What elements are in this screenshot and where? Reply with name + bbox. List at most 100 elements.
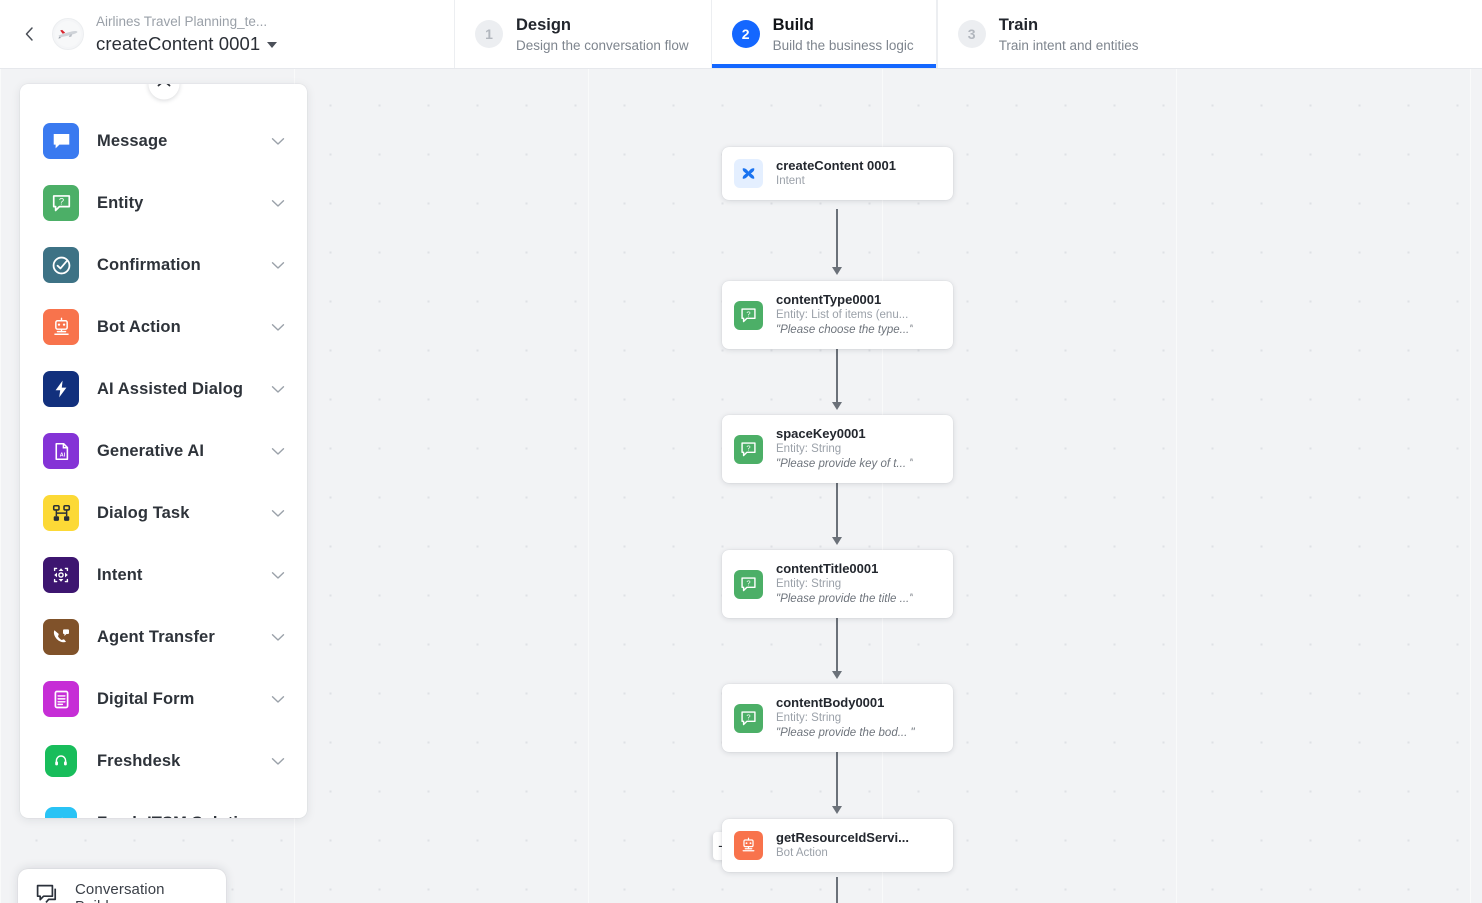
entity-question-icon: ? [734, 703, 763, 733]
components-palette: Message ? Entity [20, 84, 307, 818]
palette-item-label: Confirmation [97, 255, 201, 274]
flow-connector [836, 747, 838, 810]
palette-item-entity[interactable]: ? Entity [20, 172, 307, 234]
palette-item-dialog-task[interactable]: Dialog Task [20, 482, 307, 544]
palette-item-label: Freshdesk [97, 751, 181, 770]
node-title: createContent 0001 [776, 158, 896, 173]
node-title: contentBody0001 [776, 695, 885, 710]
palette-item-digital-form[interactable]: Digital Form [20, 668, 307, 730]
flow-arrow-icon [832, 671, 842, 679]
message-bubble-icon [43, 123, 79, 159]
flow-node-botaction-getresourceid[interactable]: getResourceIdServi... Bot Action [722, 819, 953, 872]
bot-name: Airlines Travel Planning_te... [96, 13, 268, 29]
back-button[interactable] [14, 19, 44, 49]
palette-scroll-area[interactable]: Message ? Entity [20, 84, 307, 818]
svg-text:?: ? [746, 578, 750, 587]
step-number: 2 [731, 20, 760, 48]
node-prompt: "Please provide the bod... " [776, 727, 915, 739]
node-title: contentType0001 [776, 292, 882, 307]
phone-chat-icon [43, 619, 79, 655]
node-prompt: "Please provide key of t... " [776, 458, 914, 470]
target-crosshair-icon [43, 557, 79, 593]
node-title: contentTitle0001 [776, 561, 879, 576]
step-title: Design [516, 15, 572, 34]
chevron-down-icon[interactable] [271, 385, 285, 394]
step-number: 1 [475, 20, 503, 48]
node-subtitle: Intent [776, 175, 805, 187]
form-document-icon [43, 681, 79, 717]
palette-item-intent[interactable]: Intent [20, 544, 307, 606]
lightning-bolt-icon [43, 371, 79, 407]
step-design[interactable]: 1 Design Design the conversation flow [455, 0, 711, 68]
flow-connector [836, 877, 838, 903]
node-prompt: "Please choose the type..." [776, 324, 914, 336]
palette-item-label: Dialog Task [97, 503, 190, 522]
page-title: createContent 0001 [96, 32, 261, 54]
flow-connector [836, 613, 838, 675]
chevron-down-icon[interactable] [271, 447, 285, 456]
palette-item-message[interactable]: Message [20, 110, 307, 172]
flow-connector [836, 344, 838, 406]
node-subtitle: Entity: String [776, 578, 842, 590]
palette-item-label: Agent Transfer [97, 627, 215, 646]
step-build[interactable]: 2 Build Build the business logic [710, 0, 937, 68]
task-name-row[interactable]: createContent 0001 [96, 32, 278, 56]
chevron-down-icon[interactable] [271, 261, 285, 270]
step-subtitle: Build the business logic [772, 37, 914, 53]
conversation-builder-button[interactable]: Conversation Builder [18, 869, 226, 903]
airplane-logo [52, 18, 84, 50]
palette-item-generative-ai[interactable]: AI Generative AI [20, 420, 307, 482]
header-title-block: Airlines Travel Planning_te... createCon… [96, 13, 278, 56]
node-subtitle: Bot Action [776, 847, 828, 859]
svg-text:?: ? [746, 712, 750, 721]
flow-canvas[interactable]: createContent 0001 Intent ? contentType0… [0, 69, 1482, 903]
flow-node-entity-spacekey[interactable]: ? spaceKey0001 Entity: String "Please pr… [722, 415, 953, 483]
palette-item-bot-action[interactable]: Bot Action [20, 296, 307, 358]
palette-item-label: Fresh ITSM Solution [97, 814, 271, 819]
conversation-builder-label: Conversation Builder [75, 881, 165, 903]
chevron-down-icon[interactable] [271, 633, 285, 642]
palette-item-fresh-itsm-solution[interactable]: Fresh ITSM Solution [20, 792, 307, 818]
chevron-down-icon[interactable] [271, 571, 285, 580]
palette-item-confirmation[interactable]: Confirmation [20, 234, 307, 296]
palette-item-agent-transfer[interactable]: Agent Transfer [20, 606, 307, 668]
flow-connector [836, 478, 838, 541]
chevron-down-icon[interactable] [271, 695, 285, 704]
node-title: spaceKey0001 [776, 426, 866, 441]
node-tree-icon [43, 495, 79, 531]
svg-text:?: ? [746, 443, 750, 452]
flow-node-entity-contenttitle[interactable]: ? contentTitle0001 Entity: String "Pleas… [722, 550, 953, 618]
entity-question-icon: ? [43, 185, 79, 221]
wizard-steps: 1 Design Design the conversation flow 2 … [455, 0, 1161, 68]
step-train[interactable]: 3 Train Train intent and entities [936, 0, 1161, 68]
palette-item-label: Bot Action [97, 317, 181, 336]
collapse-palette-button[interactable] [148, 84, 179, 100]
flow-node-entity-contenttype[interactable]: ? contentType0001 Entity: List of items … [722, 281, 953, 349]
check-circle-icon [43, 247, 79, 283]
flow-diagram: createContent 0001 Intent ? contentType0… [0, 69, 1482, 903]
chevron-down-icon[interactable] [271, 199, 285, 208]
chevron-left-icon [22, 25, 36, 43]
palette-item-label: Intent [97, 565, 143, 584]
node-subtitle: Entity: List of items (enu... [776, 309, 909, 321]
chevron-down-icon[interactable] [271, 323, 285, 332]
chevron-down-icon[interactable] [271, 509, 285, 518]
chevron-down-icon[interactable] [271, 757, 285, 766]
palette-item-label: Entity [97, 193, 144, 212]
flow-arrow-icon [832, 806, 842, 814]
step-title: Train [998, 15, 1039, 34]
palette-item-freshdesk[interactable]: Freshdesk [20, 730, 307, 792]
chevron-down-icon[interactable] [271, 137, 285, 146]
flow-node-intent[interactable]: createContent 0001 Intent [722, 147, 953, 200]
palette-item-label: Message [97, 131, 168, 150]
svg-text:AI: AI [59, 452, 65, 458]
palette-item-ai-assisted-dialog[interactable]: AI Assisted Dialog [20, 358, 307, 420]
palette-item-label: AI Assisted Dialog [97, 379, 244, 398]
app-header: Airlines Travel Planning_te... createCon… [0, 0, 1482, 69]
header-left-section: Airlines Travel Planning_te... createCon… [0, 0, 455, 68]
node-subtitle: Entity: String [776, 443, 842, 455]
fresh-itsm-bolt-icon [45, 807, 77, 818]
caret-down-icon[interactable] [267, 42, 278, 48]
flow-node-entity-contentbody[interactable]: ? contentBody0001 Entity: String "Please… [722, 684, 953, 752]
